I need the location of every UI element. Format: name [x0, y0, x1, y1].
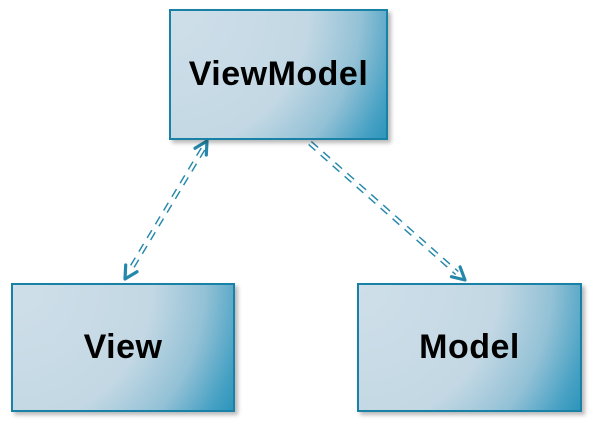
node-view[interactable]: View [11, 283, 235, 412]
node-model[interactable]: Model [357, 283, 582, 412]
node-viewmodel[interactable]: ViewModel [169, 9, 388, 140]
edge-viewmodel-model-line-gap [309, 142, 458, 274]
edge-viewmodel-view[interactable] [123, 139, 209, 281]
node-model-label: Model [419, 328, 520, 366]
edge-viewmodel-view-line-gap [127, 148, 205, 273]
node-view-label: View [83, 328, 163, 366]
arrowhead-down-right-icon [449, 265, 467, 282]
node-viewmodel-label: ViewModel [188, 55, 369, 93]
arrowhead-up-icon [193, 139, 209, 157]
edge-viewmodel-model[interactable] [308, 140, 467, 282]
arrowhead-down-icon [123, 263, 139, 281]
